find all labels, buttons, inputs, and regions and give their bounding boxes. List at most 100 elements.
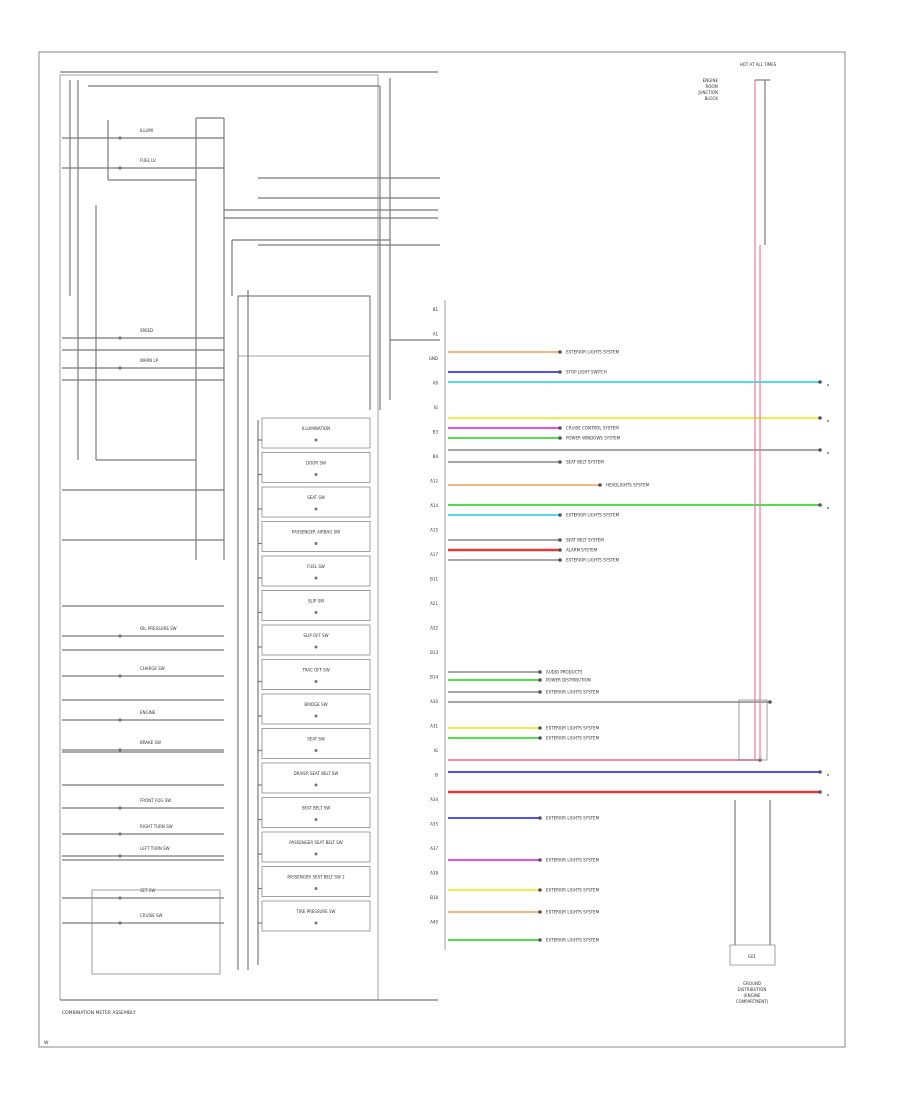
caption-line-3: JUNCTION	[697, 90, 718, 95]
left-component-label: OIL PRESSURE SW	[140, 626, 177, 631]
bottom-caption-1: GROUND	[743, 981, 761, 986]
center-component-label: PASSENGER AIRBAG SW	[292, 530, 340, 535]
pin-label: A14	[430, 503, 438, 508]
system-label: EXTERIOR LIGHTS SYSTEM	[546, 858, 600, 863]
left-component-label: SPEED	[140, 328, 153, 333]
center-component-label: TRAC OFF SW	[301, 668, 329, 673]
pin-label: A30	[430, 699, 438, 704]
pin-label: A22	[430, 626, 438, 631]
pin-label: A37	[430, 846, 438, 851]
switch-box	[261, 693, 371, 725]
pin-label: A38	[430, 871, 438, 876]
pin-label: A40	[430, 920, 438, 925]
pin-label: B3	[433, 430, 439, 435]
pin-label: B1	[433, 307, 439, 312]
pin-label: B11	[430, 577, 438, 582]
system-label: HEADLIGHTS SYSTEM	[606, 483, 650, 488]
pin-label: A35	[430, 822, 438, 827]
center-component-label: ILLUMINATION	[302, 426, 330, 431]
system-label: EXTERIOR LIGHTS SYSTEM	[546, 816, 600, 821]
caption-line-2: ROOM	[705, 84, 718, 89]
pin-label: A9	[433, 381, 439, 386]
system-label: STOP LIGHT SWITCH	[566, 370, 607, 375]
center-component-label: DRIVER SEAT BELT SW	[294, 771, 339, 776]
system-label: EXTERIOR LIGHTS SYSTEM	[566, 350, 620, 355]
left-component-label: RIGHT TURN SW	[140, 824, 173, 829]
switch-box	[261, 452, 371, 483]
switch-box	[261, 797, 371, 828]
center-component-label: DOOR SW	[306, 461, 326, 466]
footer-label: COMBINATION METER ASSEMBLY	[62, 1010, 136, 1016]
bottom-caption-4: COMPARTMENT)	[736, 999, 769, 1004]
system-label: POWER DISTRIBUTION	[546, 678, 591, 683]
switch-box	[261, 728, 371, 759]
left-component-label: SET SW	[140, 888, 155, 893]
system-label: SEAT BELT SYSTEM	[566, 538, 604, 543]
diagram-frame	[38, 51, 846, 1048]
system-label: EXTERIOR LIGHTS SYSTEM	[546, 888, 600, 893]
pin-label: IG	[434, 405, 438, 410]
pin-label: B4	[433, 454, 439, 459]
left-component-label: LEFT TURN SW	[140, 846, 170, 851]
switch-box	[261, 900, 371, 932]
left-component-label: FRONT FOG SW	[140, 798, 171, 803]
bottom-caption-2: DISTRIBUTION	[738, 987, 767, 992]
left-component-label: BRAKE SW	[140, 740, 161, 745]
left-component-label: CRUISE SW	[140, 913, 163, 918]
caption-line-1: ENGINE	[703, 78, 719, 83]
center-component-label: BRIDGE SW	[304, 702, 327, 707]
system-label: SEAT BELT SYSTEM	[566, 460, 604, 465]
system-label: AUDIO PRODUCTS	[546, 670, 583, 675]
top-right-label: HOT AT ALL TIMES	[740, 62, 777, 67]
caption-line-4: BLOCK	[705, 96, 719, 101]
switch-box	[261, 659, 371, 690]
system-label: CRUISE CONTROL SYSTEM	[566, 426, 619, 431]
pin-label: B14	[430, 675, 438, 680]
center-component-label: PASSENGER SEAT BELT SW	[289, 840, 343, 845]
pin-label: IG	[434, 748, 438, 753]
switch-box	[261, 590, 371, 621]
system-label: POWER WINDOWS SYSTEM	[566, 436, 621, 441]
system-label: EXTERIOR LIGHTS SYSTEM	[546, 736, 600, 741]
center-component-label: TIRE PRESSURE SW	[296, 909, 336, 914]
switch-box	[261, 866, 371, 897]
system-label: ALARM SYSTEM	[566, 548, 598, 553]
center-component-label: SLIP SW	[308, 599, 324, 604]
bottom-caption-3: (ENGINE	[744, 993, 761, 998]
pin-label: A12	[430, 479, 438, 484]
pin-label: A1	[433, 332, 439, 337]
switch-box	[261, 624, 371, 656]
switch-box	[261, 417, 371, 449]
meter-assembly-box	[59, 74, 379, 1001]
pin-label: A34	[430, 797, 438, 802]
switch-box	[261, 521, 371, 552]
switch-box	[261, 831, 371, 863]
ground-connector-label: G01	[748, 954, 757, 959]
center-component-label: SEAT SW	[307, 495, 325, 500]
pin-label: A21	[430, 601, 438, 606]
pin-label: A17	[430, 552, 438, 557]
system-label: EXTERIOR LIGHTS SYSTEM	[546, 938, 600, 943]
connector-pins: B1A1GNDA9IGB3B4A12A14A15A17B11A21A22B13B…	[429, 307, 439, 925]
pin-label: A31	[430, 724, 438, 729]
left-component-label: FUEL LV	[140, 158, 156, 163]
left-component-label: ILLUMI	[140, 128, 153, 133]
pin-label: B	[435, 773, 438, 778]
switch-box	[261, 486, 371, 518]
colored-wires: EXTERIOR LIGHTS SYSTEM STOP LIGHT SWITCH C…	[448, 350, 829, 943]
system-label: EXTERIOR LIGHTS SYSTEM	[546, 726, 600, 731]
center-component-label: SEAT SW	[307, 737, 325, 742]
system-label: EXTERIOR LIGHTS SYSTEM	[566, 558, 620, 563]
pin-label: B18	[430, 895, 438, 900]
system-label: EXTERIOR LIGHTS SYSTEM	[546, 690, 600, 695]
center-component-label: SEAT BELT SW	[302, 806, 330, 811]
pin-label: B13	[430, 650, 438, 655]
system-label: EXTERIOR LIGHTS SYSTEM	[566, 513, 620, 518]
pin-label: A15	[430, 528, 438, 533]
left-component-label: CHARGE SW	[140, 666, 165, 671]
center-component-label: FUEL SW	[307, 564, 325, 569]
page-code: W	[44, 1040, 49, 1046]
left-component-label: ENGINE	[140, 710, 156, 715]
